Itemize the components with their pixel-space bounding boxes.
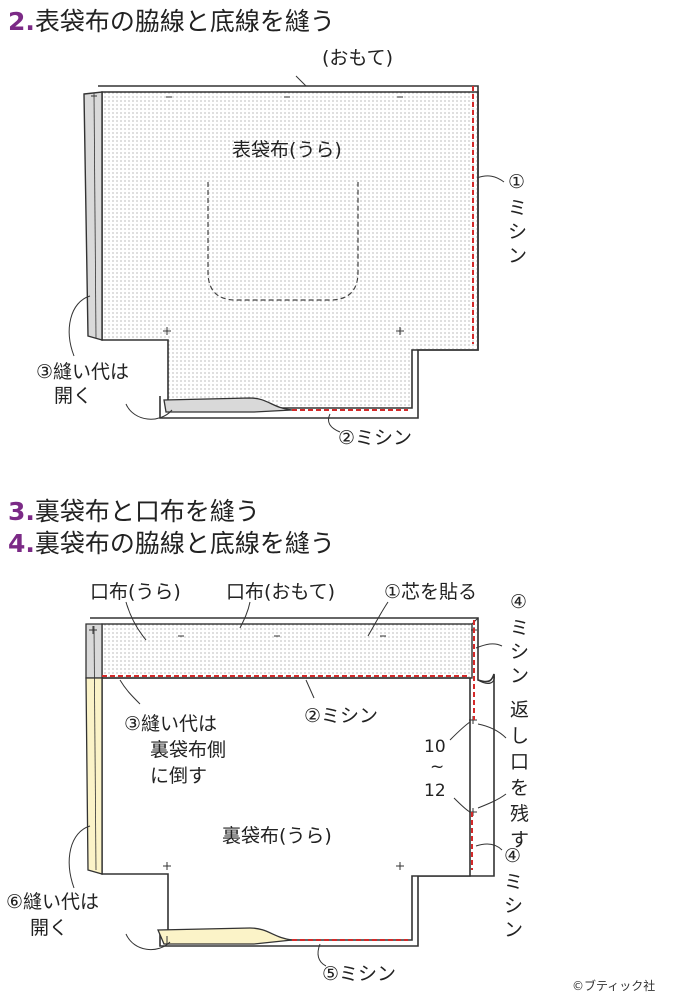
lining-bag-diagram: 口布(うら) 口布(おもて) ①芯を貼る ④ ミ シ ン ②ミシン ③縫い代は … [6,581,535,985]
opening-label: 返 し 口 を 残 す [510,699,535,851]
step3-heading: 3.裏袋布と口布を縫う [8,497,260,526]
open-allowance-label: ③縫い代は 開く [36,361,135,407]
outer-bag-diagram: (おもて) 表袋布(うら) ① ミ シ ン ③縫い代は 開く ②ミシン [36,47,533,449]
lining-fabric-label: 裏袋布(うら) [222,825,332,847]
marks [91,95,404,335]
kuchi-omote-label: 口布(おもて) [226,581,335,603]
measure-label: 10 ~ 12 [424,737,451,801]
sew5-label: ⑤ミシン [322,963,396,985]
step2-heading: 2.表袋布の脇線と底線を縫う [8,7,335,36]
sew1-label: ① ミ シ ン [508,171,533,267]
sew2-lining-label: ②ミシン [304,705,378,727]
lining-left-allowance [85,677,103,875]
kuchi-ura-label: 口布(うら) [90,581,181,603]
step4-heading: 4.裏袋布の脇線と底線を縫う [8,529,335,558]
mouth-fabric-band [101,623,473,679]
sew4-bottom-label: ④ ミ シ ン [504,845,529,941]
allowance-fold-label: ③縫い代は 裏袋布側 に倒す [124,713,232,787]
outer-fabric-label: 表袋布(うら) [232,139,342,161]
outer-bottom-seam-allowance [163,397,293,413]
open-lining-allowance-label: ⑥縫い代は 開く [6,891,105,939]
shin-label: ①芯を貼る [384,581,477,603]
copyright: ©ブティック社 [572,978,655,993]
outer-left-seam-allowance [83,91,103,341]
sew4-top-label: ④ ミ シ ン [510,591,535,687]
lining-body [101,677,471,941]
sew2-label: ②ミシン [338,427,412,449]
lining-bottom-allowance [157,927,293,945]
omote-label: (おもて) [322,47,393,69]
